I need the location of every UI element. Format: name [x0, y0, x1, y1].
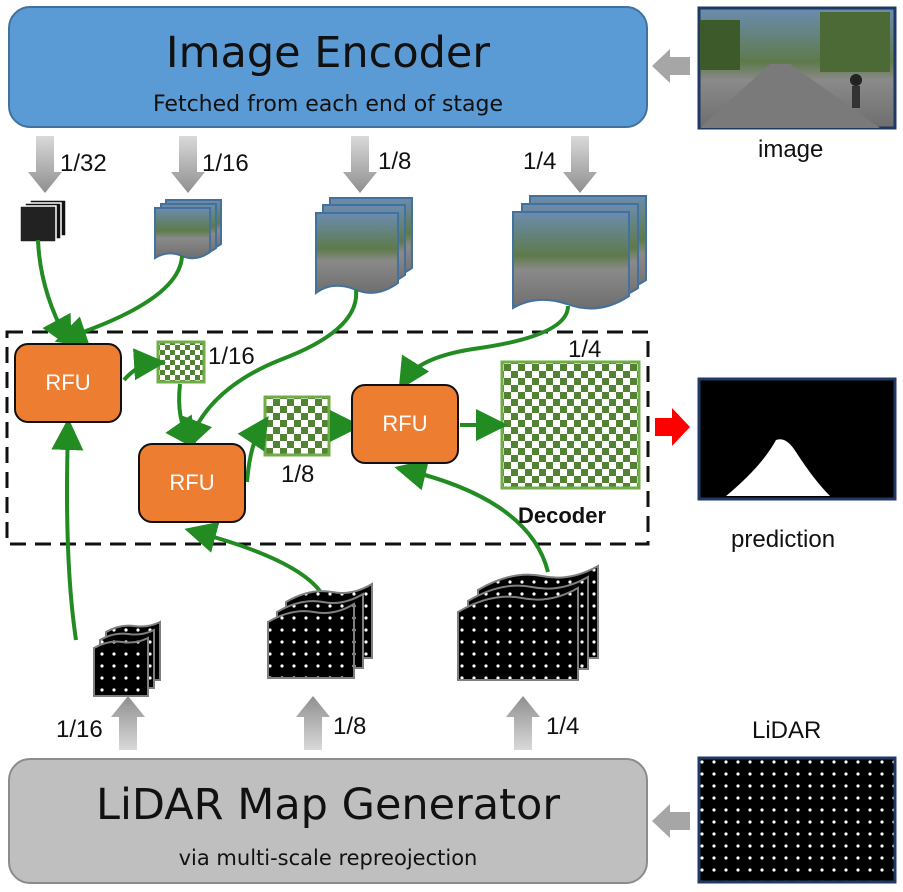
decoder-label: Decoder — [518, 503, 607, 528]
prediction-label: prediction — [731, 526, 836, 553]
feature-stack-1-4 — [512, 195, 647, 310]
lidar-stack-1-8 — [267, 582, 373, 679]
lidar-scale-label: 1/4 — [546, 713, 580, 740]
fused-map-1-8 — [263, 395, 331, 457]
feature-stack-1-16 — [154, 199, 222, 260]
lidar-stack-1-4 — [457, 564, 599, 681]
prediction-image — [697, 377, 897, 501]
lidar-input-image — [697, 756, 897, 884]
feature-stack-1-32 — [19, 199, 67, 243]
rfu-block: RFU — [351, 384, 459, 464]
encoder-scale-label: 1/4 — [523, 148, 557, 175]
input-image — [697, 6, 897, 130]
flow-arrows — [36, 239, 570, 641]
decoder-frame — [5, 330, 650, 546]
generator-subtitle: via multi-scale repreojection — [178, 846, 478, 870]
lidar-to-generator-arrow — [652, 804, 690, 838]
encoder-subtitle: Fetched from each end of stage — [152, 92, 504, 117]
image-encoder-box: Image Encoder Fetched from each end of s… — [8, 6, 648, 128]
generator-title: LiDAR Map Generator — [96, 780, 560, 830]
encoder-scale-label: 1/16 — [202, 150, 249, 177]
feature-stack-1-8 — [315, 197, 413, 295]
encoder-output-arrows — [28, 136, 597, 193]
image-label: image — [758, 136, 824, 163]
encoder-scale-label: 1/8 — [378, 148, 412, 175]
lidar-output-arrows — [111, 696, 540, 750]
fused-scale-label: 1/8 — [281, 461, 315, 488]
lidar-scale-label: 1/16 — [56, 716, 103, 743]
image-to-encoder-arrow — [652, 49, 690, 83]
fused-scale-label: 1/4 — [568, 336, 602, 363]
encoder-scale-label: 1/32 — [60, 150, 107, 177]
rfu-block: RFU — [138, 443, 246, 523]
rfu-block: RFU — [14, 343, 122, 423]
encoder-title: Image Encoder — [165, 28, 491, 78]
output-arrow — [655, 408, 690, 446]
fused-map-1-4 — [500, 360, 641, 490]
lidar-map-generator-box: LiDAR Map Generator via multi-scale repr… — [8, 758, 648, 884]
fused-map-1-16 — [156, 340, 206, 384]
fused-scale-label: 1/16 — [208, 343, 255, 370]
lidar-label: LiDAR — [752, 717, 822, 744]
lidar-stack-1-16 — [93, 620, 161, 697]
lidar-scale-label: 1/8 — [333, 713, 367, 740]
